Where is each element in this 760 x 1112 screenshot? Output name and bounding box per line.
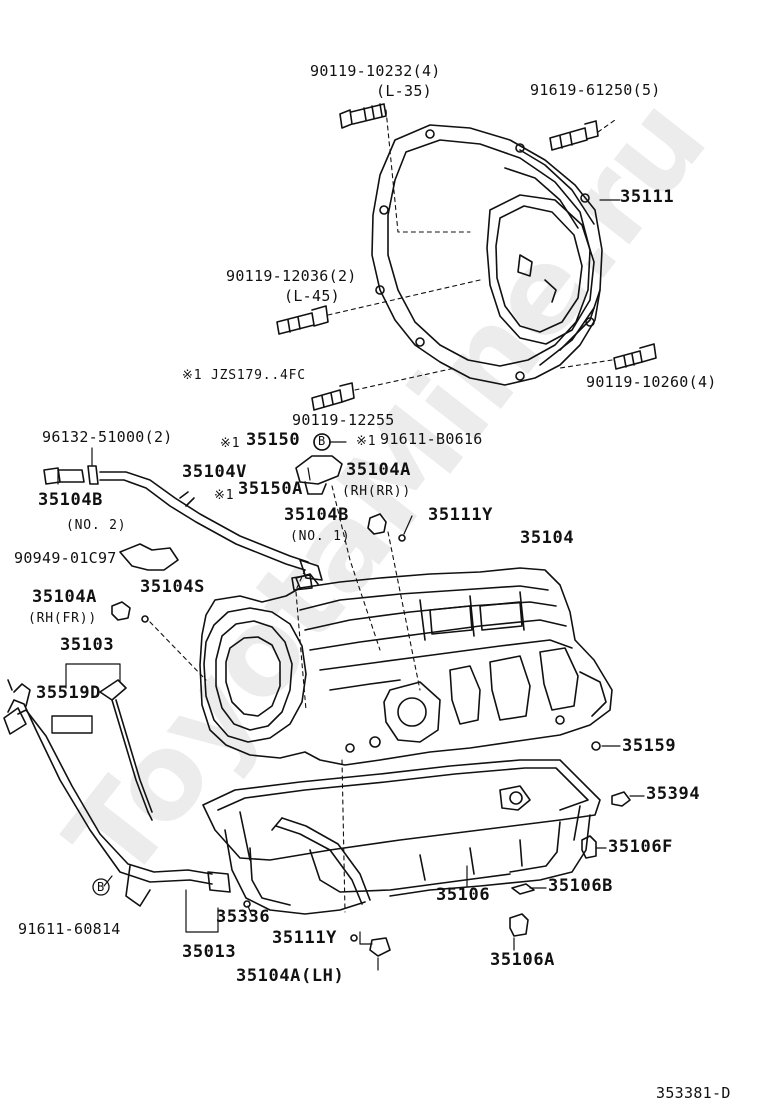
- transmission-label: 35104: [520, 528, 575, 548]
- breather-hose-drawing: [43, 465, 323, 591]
- union-a-lh-label: 35104A(LH): [236, 966, 345, 986]
- bolt-lower-label: 90119-12255: [292, 411, 395, 429]
- bolt-b-label: 91611-60814: [18, 920, 121, 938]
- plate-a-label: 35150A: [238, 479, 304, 499]
- plug-b-label: 91611-B0616: [380, 430, 483, 448]
- dipstick-drawing: [99, 679, 153, 821]
- housing-bolts: [276, 103, 657, 411]
- circle-b-top-letter: B: [318, 434, 326, 448]
- gasket-35106b-label: 35106B: [548, 876, 614, 896]
- bolt-lower-right-label: 90119-10260(4): [586, 373, 717, 391]
- bolt-mid-length: (L-45): [284, 287, 340, 305]
- bell-housing-drawing: [371, 124, 603, 386]
- hose-v-label: 35104V: [182, 462, 248, 482]
- plate-mark: ※1: [220, 436, 241, 451]
- transmission-case-drawing: [199, 567, 613, 766]
- circle-b-marker-top: [313, 433, 331, 451]
- case-leaders: [149, 485, 421, 913]
- drain-35106a-label: 35106A: [490, 950, 556, 970]
- union-b-no2-note: (NO. 2): [66, 518, 127, 533]
- union-a-fr-note: (RH(FR)): [28, 611, 98, 626]
- hose-v-mark: ※1: [214, 488, 235, 503]
- pan-label: 35106: [436, 885, 491, 905]
- gauge-label: 35519D: [36, 683, 102, 703]
- diagram-code: 353381-D: [656, 1084, 731, 1102]
- union-a-fr-label: 35104A: [32, 587, 98, 607]
- bracket-label: 90949-01C97: [14, 549, 117, 567]
- gasket-y-top-label: 35111Y: [428, 505, 494, 525]
- filler-tube-drawing: [3, 679, 231, 907]
- housing-leaders: [327, 109, 616, 391]
- note-label: ※1 JZS179..4FC: [182, 368, 306, 383]
- leader-lines: [57, 199, 645, 971]
- housing-label: 35111: [620, 187, 675, 207]
- gauge-label-box: [51, 715, 93, 734]
- tube-label: 35013: [182, 942, 237, 962]
- plug-35394-label: 35394: [646, 784, 701, 804]
- unions-drawing: [111, 513, 631, 957]
- bolt-top-length: (L-35): [376, 82, 432, 100]
- bolt-35106f-label: 35106F: [608, 837, 674, 857]
- plug-b-mark: ※1: [356, 434, 377, 449]
- plate-label: 35150: [246, 430, 301, 450]
- bolt-mid-label: 90119-12036(2): [226, 267, 357, 285]
- union-b-no1-label: 35104B: [284, 505, 350, 525]
- circle-b-marker-bottom: [92, 878, 110, 896]
- pan-tube-drawing: [271, 817, 371, 905]
- gasket-y-bottom-label: 35111Y: [272, 928, 338, 948]
- union-a-rr-label: 35104A: [346, 460, 412, 480]
- gauge-assy-label: 35103: [60, 635, 115, 655]
- union-b-no2-label: 35104B: [38, 490, 104, 510]
- ring-35336-label: 35336: [216, 907, 271, 927]
- clip-label: 96132-51000(2): [42, 428, 173, 446]
- circle-b-bottom-letter: B: [97, 880, 105, 894]
- plug-35159-label: 35159: [622, 736, 677, 756]
- bolt-top-label: 90119-10232(4): [310, 62, 441, 80]
- bracket-drawing: [119, 543, 179, 571]
- bolt-right-label: 91619-61250(5): [530, 81, 661, 99]
- union-a-rr-note: (RH(RR)): [342, 484, 412, 499]
- oil-pan-drawing: [202, 759, 601, 915]
- sleeve-label: 35104S: [140, 577, 206, 597]
- union-b-no1-note: (NO. 1): [290, 529, 351, 544]
